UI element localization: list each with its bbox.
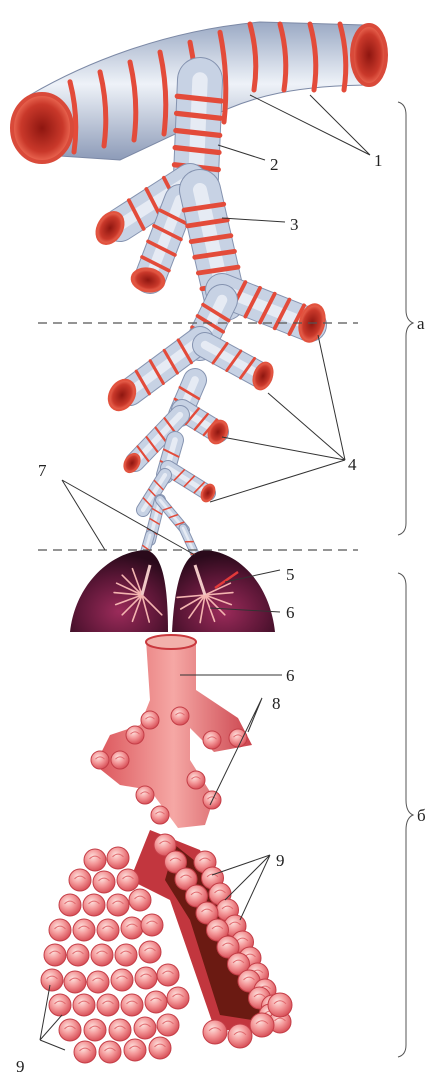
alveolus [136,786,154,804]
acinus-group [41,635,292,1063]
alveolus [124,1039,146,1061]
brace-b [398,573,413,1057]
alveolus [157,1014,179,1036]
label-1: 1 [374,151,383,170]
alveolus [111,969,133,991]
brace-a [398,102,413,535]
brace-b-label: б [417,806,426,825]
alveolus [83,894,105,916]
alveolus [84,1019,106,1041]
alveolus [49,994,71,1016]
alveolus [117,869,139,891]
alveolus [145,991,167,1013]
label-6-upper: 6 [286,603,295,622]
left-bronchus-opening [12,94,72,162]
alveolus [129,889,151,911]
alveolus [44,944,66,966]
alveolus [250,1013,274,1037]
alveolus [187,771,205,789]
alveolus [107,847,129,869]
alveolus [73,994,95,1016]
alveolus [203,1020,227,1044]
alveolus [41,969,63,991]
alveolus [139,941,161,963]
alveolus [87,971,109,993]
alveolus [268,993,292,1017]
alveolus [73,919,95,941]
alveolus [107,894,129,916]
alveolus [151,806,169,824]
terminal-bronchiole-opening [146,635,196,649]
terminal-bronchiole [95,640,252,828]
alveolus [229,729,247,747]
alveolus [126,726,144,744]
label-4: 4 [348,455,357,474]
alveolus [157,964,179,986]
label-3: 3 [290,215,299,234]
alveolus [91,751,109,769]
alveolus [141,914,163,936]
alveolus [134,1017,156,1039]
alveolus [91,944,113,966]
alveolus [97,994,119,1016]
alveolus [97,919,119,941]
label-7: 7 [38,461,47,480]
alveolus [135,967,157,989]
lungs-group [70,550,275,632]
label-5: 5 [286,565,295,584]
label-9-right: 9 [276,851,285,870]
small-bronchus-right [168,468,208,493]
label-2: 2 [270,155,279,174]
alveolus [115,944,137,966]
label-9-left: 9 [16,1057,25,1076]
alveolus [59,1019,81,1041]
alveolus [69,869,91,891]
alveolus [109,1019,131,1041]
alveolus [121,994,143,1016]
alveolus [67,944,89,966]
alveolus [121,917,143,939]
label-6-lower: 6 [286,666,295,685]
alveolus [228,1024,252,1048]
left-lung [70,550,168,632]
alveolus [111,751,129,769]
alveolus [149,1037,171,1059]
alveolus [64,971,86,993]
alveolus [141,711,159,729]
right-lung [172,550,275,632]
alveolus [93,871,115,893]
alveolus [74,1041,96,1063]
label-8: 8 [272,694,281,713]
alveolus [99,1041,121,1063]
alveolus [84,849,106,871]
segmental-bronchus-right [205,343,260,378]
alveolus [59,894,81,916]
alveolus [167,987,189,1009]
trachea-opening [352,25,386,85]
alveolus [49,919,71,941]
alveolus [171,707,189,725]
brace-a-label: a [417,314,425,333]
alveolus [203,731,221,749]
